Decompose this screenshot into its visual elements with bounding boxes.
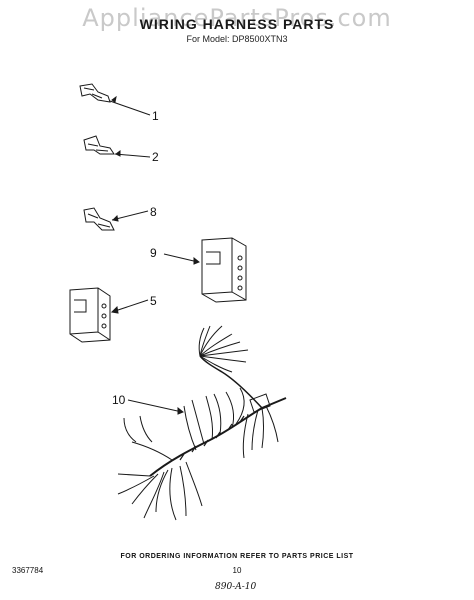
model-subtitle: For Model: DP8500XTN3 <box>186 34 288 44</box>
callout-9: 9 <box>150 246 157 260</box>
ordering-note: FOR ORDERING INFORMATION REFER TO PARTS … <box>120 553 354 560</box>
callout-5: 5 <box>150 294 157 308</box>
watermark: AppliancePartsPros.com <box>82 4 392 32</box>
page-number: 10 <box>232 566 242 575</box>
callout-2: 2 <box>152 150 159 164</box>
part-5-connector <box>69 287 149 343</box>
page-title: WIRING HARNESS PARTS <box>139 16 335 32</box>
part-1-terminal <box>79 83 151 116</box>
callout-1: 1 <box>152 109 159 123</box>
part-9-connector <box>163 237 247 303</box>
callout-10: 10 <box>112 393 126 407</box>
document-number: 3367784 <box>12 566 44 575</box>
part-10-harness <box>117 325 287 521</box>
callout-8: 8 <box>150 205 157 219</box>
part-2-terminal <box>83 135 151 158</box>
part-8-terminal <box>83 207 149 231</box>
handwritten-note: 890-A-10 <box>215 582 257 592</box>
